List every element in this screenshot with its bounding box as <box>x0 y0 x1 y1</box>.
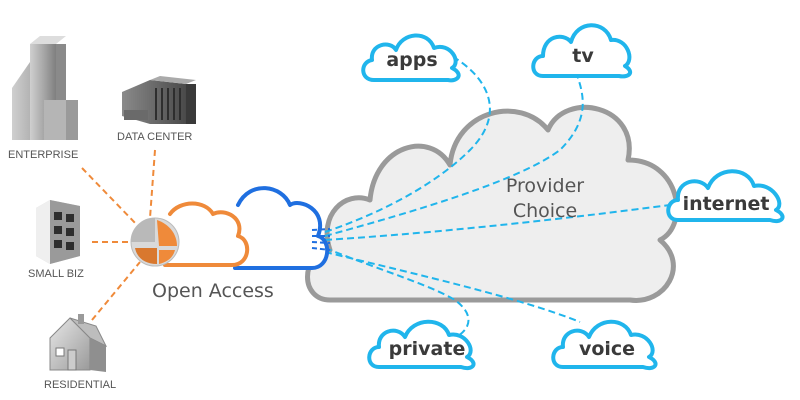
service-cloud-tv[interactable]: tv <box>531 23 633 79</box>
open-access-blue-cloud <box>233 186 329 270</box>
service-label-voice: voice <box>579 338 635 360</box>
link-residential <box>91 261 141 321</box>
service-label-internet: internet <box>683 193 770 215</box>
link-voice <box>324 251 581 323</box>
device-label-datacenter: DATA CENTER <box>117 131 192 143</box>
open-access-label: Open Access <box>152 280 274 302</box>
service-cloud-apps[interactable]: apps <box>361 33 461 83</box>
link-apps <box>324 57 491 233</box>
service-cloud-internet[interactable]: internet <box>666 169 785 223</box>
device-label-smallbiz: SMALL BIZ <box>28 268 84 280</box>
link-internet <box>324 204 671 241</box>
link-private <box>324 247 470 337</box>
small-business-icon <box>36 200 80 264</box>
service-cloud-voice[interactable]: voice <box>551 319 658 370</box>
link-enterprise <box>81 167 139 227</box>
data-center-icon <box>122 76 196 124</box>
house-icon <box>49 314 108 372</box>
service-cloud-private[interactable]: private <box>367 319 476 370</box>
device-label-enterprise: ENTERPRISE <box>8 149 78 161</box>
link-datacenter <box>149 149 156 219</box>
service-label-tv: tv <box>572 45 594 67</box>
provider-cloud <box>305 105 680 303</box>
service-label-private: private <box>389 338 466 360</box>
provider-label-line1: Provider <box>506 175 584 197</box>
open-access-orange-cloud <box>163 201 249 267</box>
device-links <box>81 149 156 321</box>
device-label-residential: RESIDENTIAL <box>44 379 116 391</box>
provider-label-line2: Choice <box>513 200 577 222</box>
service-links <box>324 57 671 337</box>
service-label-apps: apps <box>386 49 437 71</box>
hub-link-stubs <box>311 228 331 251</box>
office-building-icon <box>12 36 78 140</box>
globe-icon <box>130 217 180 267</box>
